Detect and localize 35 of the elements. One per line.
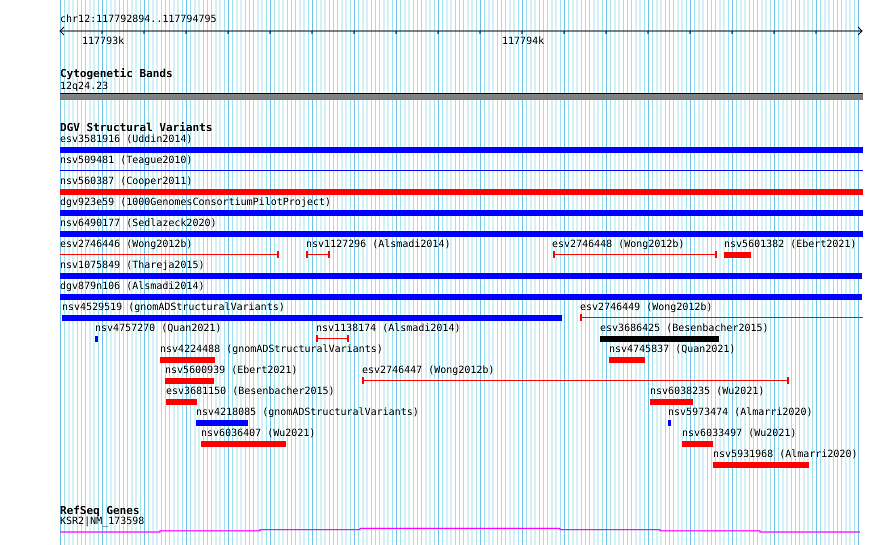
variant-label: esv3686425 (Besenbacher2015) [600, 323, 769, 335]
variant-label: nsv4745837 (Quan2021) [609, 344, 736, 356]
variant-label: nsv5973474 (Almarri2020) [668, 407, 812, 419]
track-heading: RefSeq Genes [60, 505, 140, 517]
variant-label: nsv4529519 (gnomADStructuralVariants) [62, 302, 285, 314]
variant-label: esv2746449 (Wong2012b) [580, 302, 712, 314]
variant-label: esv3681150 (Besenbacher2015) [166, 386, 335, 398]
track-heading: DGV Structural Variants [60, 122, 212, 134]
variant-label: esv2746447 (Wong2012b) [362, 365, 494, 377]
variant-label: dgv923e59 (1000GenomesConsortiumPilotProject) [60, 197, 331, 209]
variant-label: nsv1127296 (Alsmadi2014) [306, 239, 450, 251]
track-heading: Cytogenetic Bands [60, 68, 173, 80]
variant-label: nsv6490177 (Sedlazeck2020) [60, 218, 217, 230]
variant-label: nsv1075849 (Thareja2015) [60, 260, 204, 272]
variant-label: dgv879n106 (Alsmadi2014) [60, 281, 204, 293]
variant-label: nsv4224488 (gnomADStructuralVariants) [160, 344, 383, 356]
variant-label: nsv6036407 (Wu2021) [201, 428, 316, 440]
variant-label: nsv5931968 (Almarri2020) [713, 449, 858, 461]
variant-label: nsv560387 (Cooper2011) [60, 176, 192, 188]
tick-label: 117794k [502, 36, 544, 48]
gene-label: KSR2|NM_173598 [60, 516, 144, 528]
variant-label: nsv1138174 (Alsmadi2014) [316, 323, 460, 335]
variant-label: esv2746446 (Wong2012b) [60, 239, 192, 251]
variant-label: nsv5600939 (Ebert2021) [165, 365, 298, 377]
tick-label: 117793k [82, 36, 124, 48]
variant-label: esv2746448 (Wong2012b) [552, 239, 684, 251]
variant-label: nsv6033497 (Wu2021) [682, 428, 796, 440]
coordinate-range: chr12:117792894..117794795 [60, 14, 217, 26]
band-label: 12q24.23 [60, 81, 108, 93]
variant-label: esv3581916 (Uddin2014) [60, 134, 192, 146]
variant-label: nsv4757270 (Quan2021) [95, 323, 222, 335]
variant-label: nsv5601382 (Ebert2021) [724, 239, 856, 251]
variant-label: nsv6038235 (Wu2021) [650, 386, 764, 398]
variant-label: nsv4218085 (gnomADStructuralVariants) [196, 407, 419, 419]
variant-label: nsv509481 (Teague2010) [60, 155, 192, 167]
